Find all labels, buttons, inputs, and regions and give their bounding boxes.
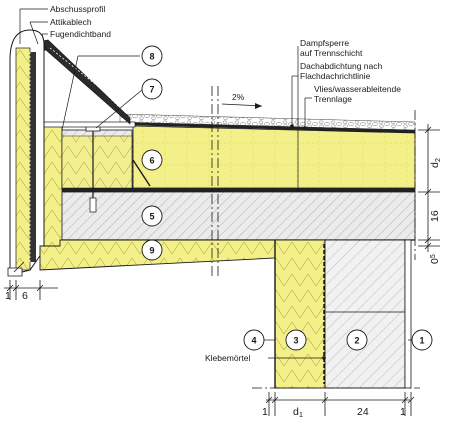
label-vlies-group: Vlies/wasserableitende Trennlage [303,84,401,130]
interior-plaster-1 [404,239,412,389]
svg-text:5: 5 [149,212,154,222]
label-dachabdichtung-group: Dachabdichtung nach Flachdachrichtlinie [290,61,383,128]
roof-insulation-6 [132,125,416,189]
dim-left-6: 6 [22,290,28,302]
vapour-barrier [60,188,415,192]
callout-8: 8 [61,45,163,131]
callout-5: 5 [141,205,163,227]
callout-4: 4 [243,329,275,351]
svg-text:7: 7 [149,85,154,95]
svg-text:1: 1 [419,336,424,346]
svg-text:2: 2 [354,336,359,346]
label-fugendichtband-group: Fugendichtband [41,29,111,51]
dim-16: 16 [429,210,441,222]
label-klebemoertel-group: Klebemörtel [205,353,326,363]
label-fugendichtband: Fugendichtband [50,29,111,39]
bottom-dimension-chain [265,392,415,416]
svg-text:2%: 2% [232,92,245,102]
svg-text:9: 9 [149,246,154,256]
svg-text:Klebemörtel: Klebemörtel [205,353,250,363]
label-abschussprofil-group: Abschussprofil [19,4,105,44]
parapet-top-edge [39,121,136,128]
svg-text:4: 4 [251,336,256,346]
dim-d2: d2 [429,158,442,168]
svg-text:Trennlage: Trennlage [314,94,352,104]
callout-3: 3 [285,329,307,351]
parapet-wedge [61,135,133,189]
svg-text:Flachdachrichtlinie: Flachdachrichtlinie [300,71,371,81]
callout-2: 2 [346,329,368,351]
callout-7: 7 [95,78,163,129]
dim-bottom-1a: 1 [262,406,268,418]
callout-9: 9 [141,239,163,261]
svg-text:Vlies/wasserableitende: Vlies/wasserableitende [314,84,401,94]
label-attikablech: Attikablech [50,17,92,27]
svg-text:6: 6 [149,156,154,166]
right-dimension-chain [418,124,440,252]
slope-indicator: 2% [221,92,263,109]
svg-text:Dachabdichtung nach: Dachabdichtung nach [300,61,383,71]
dim-bottom-24: 24 [357,406,369,418]
facade-insulation-strip [15,47,31,271]
dim-left-1: 1 [5,290,11,302]
svg-text:Dampfsperre: Dampfsperre [300,38,349,48]
label-dampfsperre-group: Dampfsperre auf Trennschicht [296,38,363,192]
dim-05: 05 [429,254,441,264]
wall-insulation-3 [274,239,326,389]
svg-text:auf Trennschicht: auf Trennschicht [300,48,363,58]
label-abschussprofil: Abschussprofil [50,4,105,14]
masonry-wall-2 [324,239,406,389]
callout-1: 1 [408,329,433,351]
roof-membrane [120,122,415,133]
svg-text:8: 8 [149,52,154,62]
left-dimension-chain [4,280,58,300]
dim-bottom-d1: d1 [293,406,303,419]
label-attikablech-group: Attikablech [29,17,92,45]
concrete-slab-5 [59,191,416,241]
dim-bottom-1b: 1 [400,406,406,418]
svg-text:3: 3 [293,336,298,346]
callout-6: 6 [141,149,163,171]
